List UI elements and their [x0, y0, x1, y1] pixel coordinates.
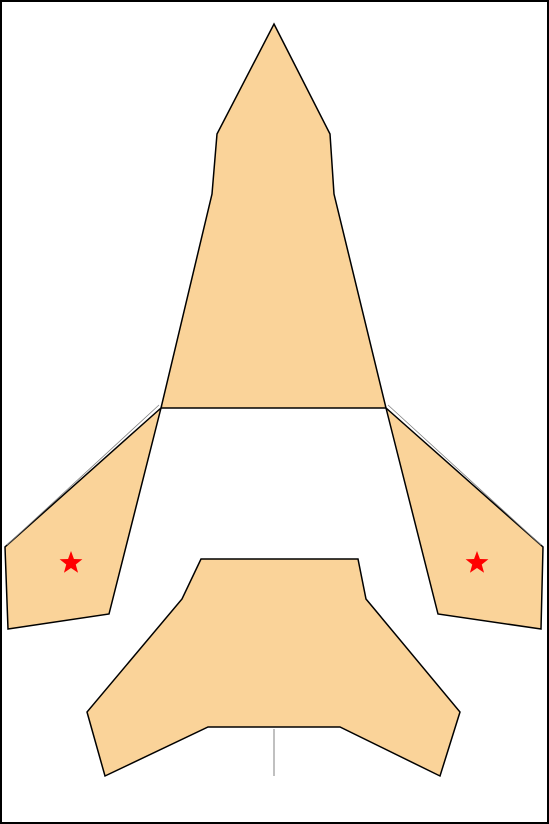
right-fin-piece — [384, 405, 544, 630]
tail-piece — [86, 558, 461, 778]
left-fin-piece — [4, 405, 163, 630]
rocket-nose-body-piece — [160, 22, 387, 409]
star-icon — [465, 551, 489, 573]
star-icon — [59, 551, 83, 573]
right-fin-fold-line — [387, 404, 542, 546]
left-fin-fold-line — [6, 404, 160, 546]
